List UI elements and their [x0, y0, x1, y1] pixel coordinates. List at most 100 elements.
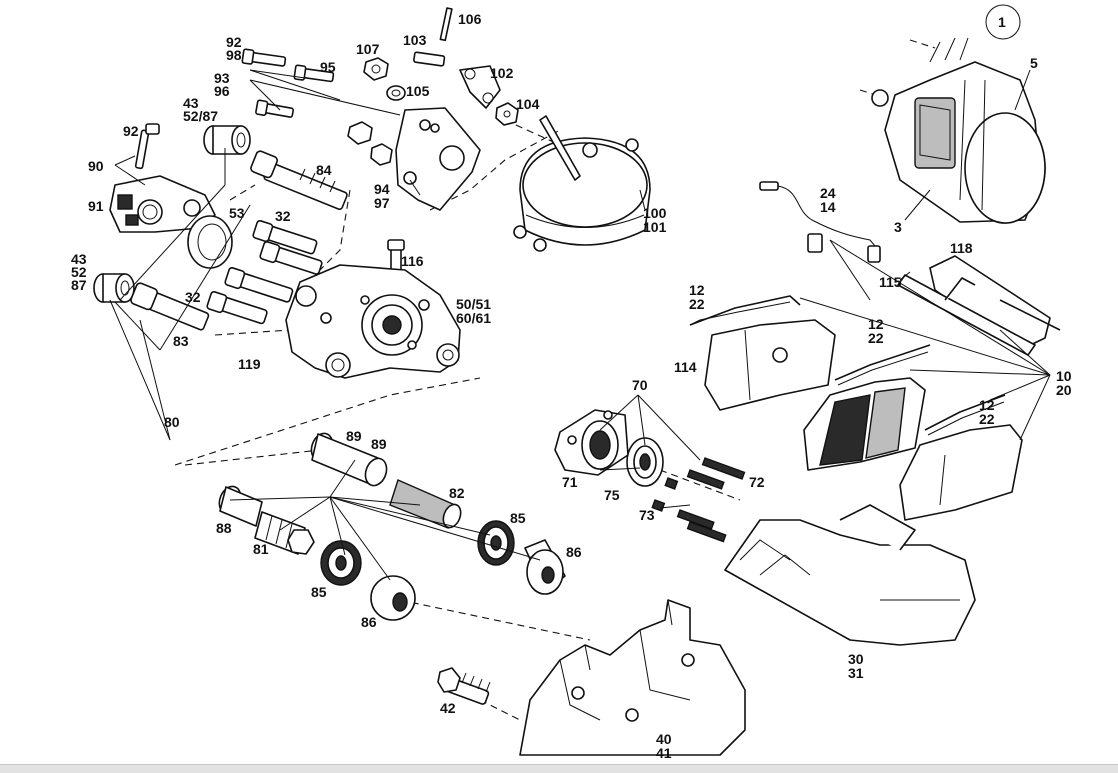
bolt-106: [439, 7, 453, 42]
bushing-43-5287-top: [203, 125, 251, 155]
washer-105: [386, 85, 406, 101]
label-116: 116: [401, 253, 424, 269]
label-52-87-top: 52/87: [183, 108, 218, 124]
label-114: 114: [674, 359, 697, 375]
label-12-a: 12: [689, 282, 705, 298]
label-53: 53: [229, 205, 245, 221]
nut-81: [254, 511, 315, 555]
brake-pad-10-20-back: [899, 424, 1023, 521]
label-43-top: 43: [183, 95, 199, 111]
label-50-51: 50/51: [456, 296, 491, 312]
bolt-92-98: [241, 48, 287, 67]
ring-85-left: [320, 540, 362, 586]
label-40: 40: [656, 731, 672, 747]
pad-spring-12-22-right: [924, 394, 1006, 436]
label-92-top: 92: [226, 34, 242, 50]
label-118: 118: [950, 240, 973, 256]
label-119: 119: [238, 356, 261, 372]
nut-107: [363, 57, 389, 81]
label-52: 52: [71, 264, 87, 280]
bushing-43-52-87: [93, 273, 135, 303]
bolts-72: [664, 457, 746, 490]
leader-lines: [109, 69, 1051, 581]
label-105: 105: [406, 83, 430, 99]
label-75: 75: [604, 487, 620, 503]
bottom-edge-strip: [0, 764, 1118, 773]
pad-spring-12-22-mid: [834, 344, 931, 386]
label-60-61: 60/61: [456, 310, 491, 326]
cover-30-31: [724, 504, 976, 646]
label-73: 73: [639, 507, 655, 523]
callout-labels: 106 92 98 107 103 95 102 93 96 105 104 4…: [71, 11, 1072, 761]
label-96: 96: [214, 83, 230, 99]
label-14: 14: [820, 199, 836, 215]
label-86-left: 86: [361, 614, 377, 630]
bolt-116: [387, 239, 405, 273]
bracket-94-97: [347, 107, 481, 211]
roller-86-right: [524, 539, 566, 595]
label-87: 87: [71, 277, 87, 293]
bolt-42: [437, 667, 491, 705]
label-104: 104: [516, 96, 540, 112]
seal-53: [187, 215, 233, 269]
label-82: 82: [449, 485, 465, 501]
label-85-left: 85: [311, 584, 327, 600]
label-30: 30: [848, 651, 864, 667]
label-107: 107: [356, 41, 380, 57]
bolt-103: [413, 51, 446, 67]
label-12-c: 12: [979, 397, 995, 413]
label-90: 90: [88, 158, 104, 174]
brake-pad-10-20-lining: [803, 377, 926, 471]
label-22-a: 22: [689, 296, 705, 312]
label-5: 5: [1030, 55, 1038, 71]
bolts-73: [651, 499, 727, 543]
label-93: 93: [214, 70, 230, 86]
clevis-102: [459, 65, 501, 109]
bolt-92-lever: [134, 123, 160, 170]
label-22-b: 22: [868, 330, 884, 346]
label-83: 83: [173, 333, 189, 349]
bearing-plate-71: [554, 409, 629, 476]
bearing-75: [626, 437, 664, 487]
label-43-left: 43: [71, 251, 87, 267]
label-22-c: 22: [979, 411, 995, 427]
label-24: 24: [820, 185, 836, 201]
bolt-93-96: [255, 99, 294, 118]
pad-spring-12-22-left: [689, 295, 801, 326]
label-106: 106: [458, 11, 482, 27]
label-81: 81: [253, 541, 269, 557]
label-88: 88: [216, 520, 232, 536]
label-10: 10: [1056, 368, 1072, 384]
brake-chamber-100-101: [513, 115, 651, 252]
assembly-dashed-lines: [174, 39, 936, 721]
brake-pad-114: [704, 319, 836, 411]
label-89-a: 89: [346, 428, 362, 444]
bolts-32-upper: [224, 219, 323, 303]
caliper-housing-50-51-60-61: [285, 264, 461, 379]
label-102: 102: [490, 65, 514, 81]
nut-104: [495, 102, 519, 126]
label-32-lower: 32: [185, 289, 201, 305]
label-94: 94: [374, 181, 390, 197]
label-31: 31: [848, 665, 864, 681]
label-97: 97: [374, 195, 390, 211]
label-20: 20: [1056, 382, 1072, 398]
wear-sensor-24-14: [759, 181, 881, 263]
label-100: 100: [643, 205, 667, 221]
label-115: 115: [879, 274, 902, 290]
label-101: 101: [643, 219, 667, 235]
lever-90-91: [109, 175, 216, 233]
label-12-b: 12: [868, 316, 884, 332]
label-32-upper: 32: [275, 208, 291, 224]
label-103: 103: [403, 32, 427, 48]
label-98: 98: [226, 47, 242, 63]
label-42: 42: [440, 700, 456, 716]
label-95: 95: [320, 59, 336, 75]
label-91: 91: [88, 198, 104, 214]
label-70: 70: [632, 377, 648, 393]
label-circled-1: 1: [998, 14, 1006, 30]
label-72: 72: [749, 474, 765, 490]
label-85-right: 85: [510, 510, 526, 526]
label-41: 41: [656, 745, 672, 761]
